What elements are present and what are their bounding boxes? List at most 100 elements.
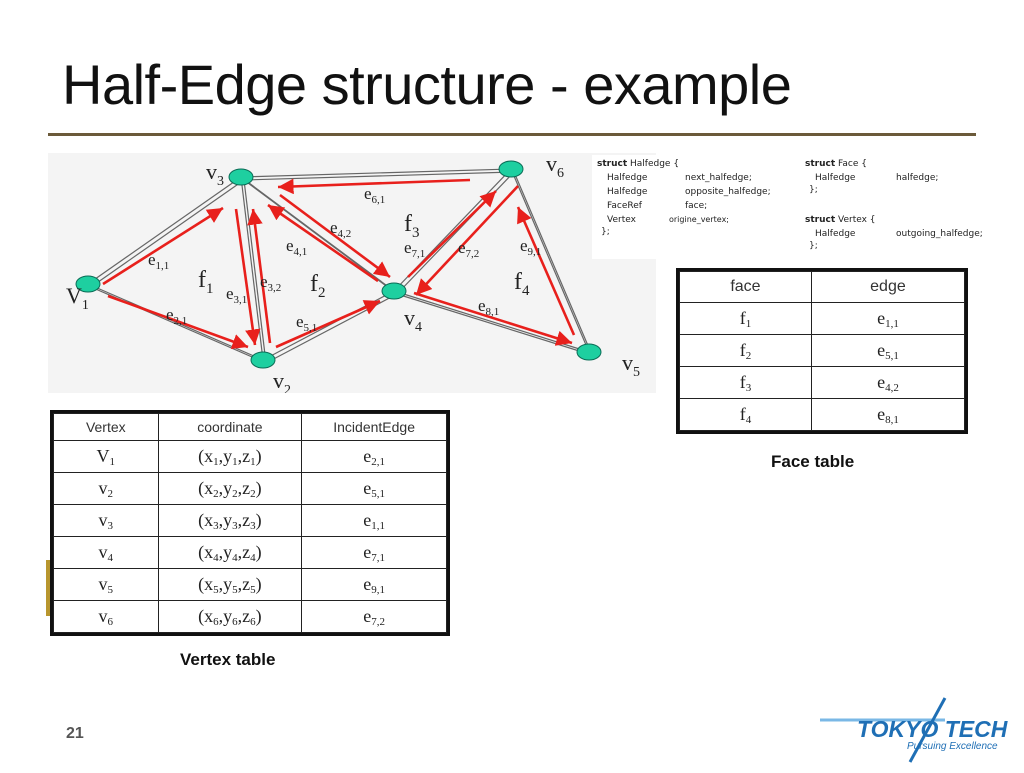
- vertex-label-v2: v2: [273, 368, 291, 393]
- table-row: v4 (x4,y4,z4) e7,1: [53, 536, 447, 569]
- edge-cell: e5,1: [877, 339, 899, 362]
- face-label-f2: f2: [310, 271, 326, 301]
- halfedge-arrow-3-2: [247, 208, 272, 344]
- face-label-f3: f3: [404, 211, 420, 241]
- face-label-f4: f4: [514, 269, 530, 299]
- vertex-cell: v5: [98, 573, 114, 596]
- halfedge-struct-field-name: origine_vertex;: [669, 215, 729, 224]
- table-row: f1 e1,1: [679, 302, 966, 335]
- mesh-edge: [262, 290, 395, 361]
- vertex-label-v4: v4: [404, 305, 422, 335]
- halfedge-struct-field-type: Halfedge: [607, 173, 648, 183]
- title-divider: [48, 133, 976, 136]
- halfedge-arrow-4-2: [279, 193, 391, 279]
- halfedge-struct-field-type: Vertex: [607, 215, 636, 225]
- table-row: f4 e8,1: [679, 398, 966, 431]
- svg-text:Pursuing Excellence: Pursuing Excellence: [907, 741, 998, 752]
- mesh-edge: [513, 171, 593, 356]
- incident-edge-cell: e7,1: [363, 541, 385, 564]
- face-label-f1: f1: [198, 267, 214, 297]
- halfedge-arrow-2-1: [107, 294, 249, 349]
- table-row: v5 (x5,y5,z5) e9,1: [53, 568, 447, 601]
- halfedge-label-7-2: e7,2: [458, 238, 479, 260]
- face-cell: f1: [739, 307, 752, 330]
- vertex-node-v2: [250, 351, 276, 369]
- vertex-struct-field-name: outgoing_halfedge;: [896, 229, 983, 239]
- vertex-cell: v6: [98, 605, 114, 628]
- face-cell: f3: [739, 371, 752, 394]
- vertex-label-v5: v5: [622, 350, 640, 380]
- halfedge-arrow-4-1: [267, 203, 379, 283]
- coordinate-cell: (x6,y6,z6): [198, 605, 262, 628]
- vertex-node-v6: [498, 160, 524, 178]
- coordinate-cell: (x2,y2,z2): [198, 477, 262, 500]
- vertex-cell: v4: [98, 541, 114, 564]
- vertex-node-v5: [576, 343, 602, 361]
- face-table-header: face: [679, 271, 812, 303]
- face-struct-close: };: [809, 185, 818, 195]
- vertex-node-v1: [75, 275, 101, 293]
- face-struct-field-type: Halfedge: [815, 173, 856, 183]
- coordinate-cell: (x4,y4,z4): [198, 541, 262, 564]
- coordinate-cell: (x5,y5,z5): [198, 573, 262, 596]
- vertex-node-v4: [381, 282, 407, 300]
- table-row: v3(x3,y3,z3)e1,1: [53, 504, 447, 537]
- face-table-caption: Face table: [771, 452, 855, 471]
- halfedge-label-7-1: e7,1: [404, 238, 425, 260]
- vertex-label-v6: v6: [546, 153, 564, 181]
- halfedge-struct-field-name: face;: [685, 201, 708, 211]
- halfedge-label-5-1: e5,1: [296, 312, 317, 334]
- incident-edge-cell: e1,1: [363, 509, 385, 532]
- edge-cell: e8,1: [877, 403, 899, 426]
- mesh-edge: [87, 176, 242, 285]
- vertex-table-header: coordinate: [157, 413, 303, 441]
- vertex-struct-head: struct Vertex {: [805, 215, 876, 225]
- face-cell: f4: [739, 403, 752, 426]
- edge-cell: e1,1: [877, 307, 899, 330]
- halfedge-label-3-2: e3,2: [260, 272, 281, 294]
- mesh-edge: [240, 176, 395, 292]
- halfedge-label-6-1: e6,1: [364, 184, 385, 206]
- mesh-edge: [510, 168, 590, 353]
- vertex-table-caption: Vertex table: [180, 650, 276, 669]
- mesh-edge: [240, 168, 512, 178]
- vertex-table-header: Vertex: [53, 413, 159, 441]
- mesh-edge: [396, 293, 593, 356]
- table-row: V1(x1,y1,z1)e2,1: [53, 440, 447, 473]
- page-title: Half-Edge structure - example: [62, 53, 792, 116]
- tokyo-tech-logo: TOKYO TECH Pursuing Excellence: [815, 690, 1024, 768]
- incident-edge-cell: e9,1: [363, 573, 385, 596]
- halfedge-struct-field-type: Halfedge: [607, 187, 648, 197]
- halfedge-label-8-1: e8,1: [478, 296, 499, 318]
- incident-edge-cell: e5,1: [363, 477, 385, 500]
- halfedge-struct-close: };: [601, 227, 610, 237]
- mesh-edge: [90, 179, 245, 288]
- incident-edge-cell: e2,1: [363, 445, 385, 468]
- slide-marker: [46, 560, 51, 616]
- halfedge-arrow-9-1: [516, 206, 576, 336]
- halfedge-struct-field-name: next_halfedge;: [685, 173, 752, 183]
- vertex-label-v3: v3: [206, 159, 224, 189]
- face-struct-head: struct Face {: [805, 159, 867, 169]
- halfedge-arrow-7-1: [407, 190, 497, 278]
- face-struct-field-name: halfedge;: [896, 173, 939, 183]
- svg-text:TOKYO TECH: TOKYO TECH: [857, 716, 1008, 742]
- vertex-cell: V1: [96, 445, 116, 468]
- halfedge-label-9-1: e9,1: [520, 236, 541, 258]
- halfedge-label-4-1: e4,1: [286, 236, 307, 258]
- vertex-cell: v2: [98, 477, 114, 500]
- halfedge-label-2-1: e2,1: [166, 305, 187, 327]
- halfedge-struct-field-type: FaceRef: [607, 201, 642, 211]
- halfedge-label-3-1: e3,1: [226, 284, 247, 306]
- vertex-struct-field-type: Halfedge: [815, 229, 856, 239]
- vertex-struct-close: };: [809, 241, 818, 251]
- vertex-node-v3: [228, 168, 254, 186]
- halfedge-arrow-6-1: [277, 178, 471, 195]
- vertex-cell: v3: [98, 509, 114, 532]
